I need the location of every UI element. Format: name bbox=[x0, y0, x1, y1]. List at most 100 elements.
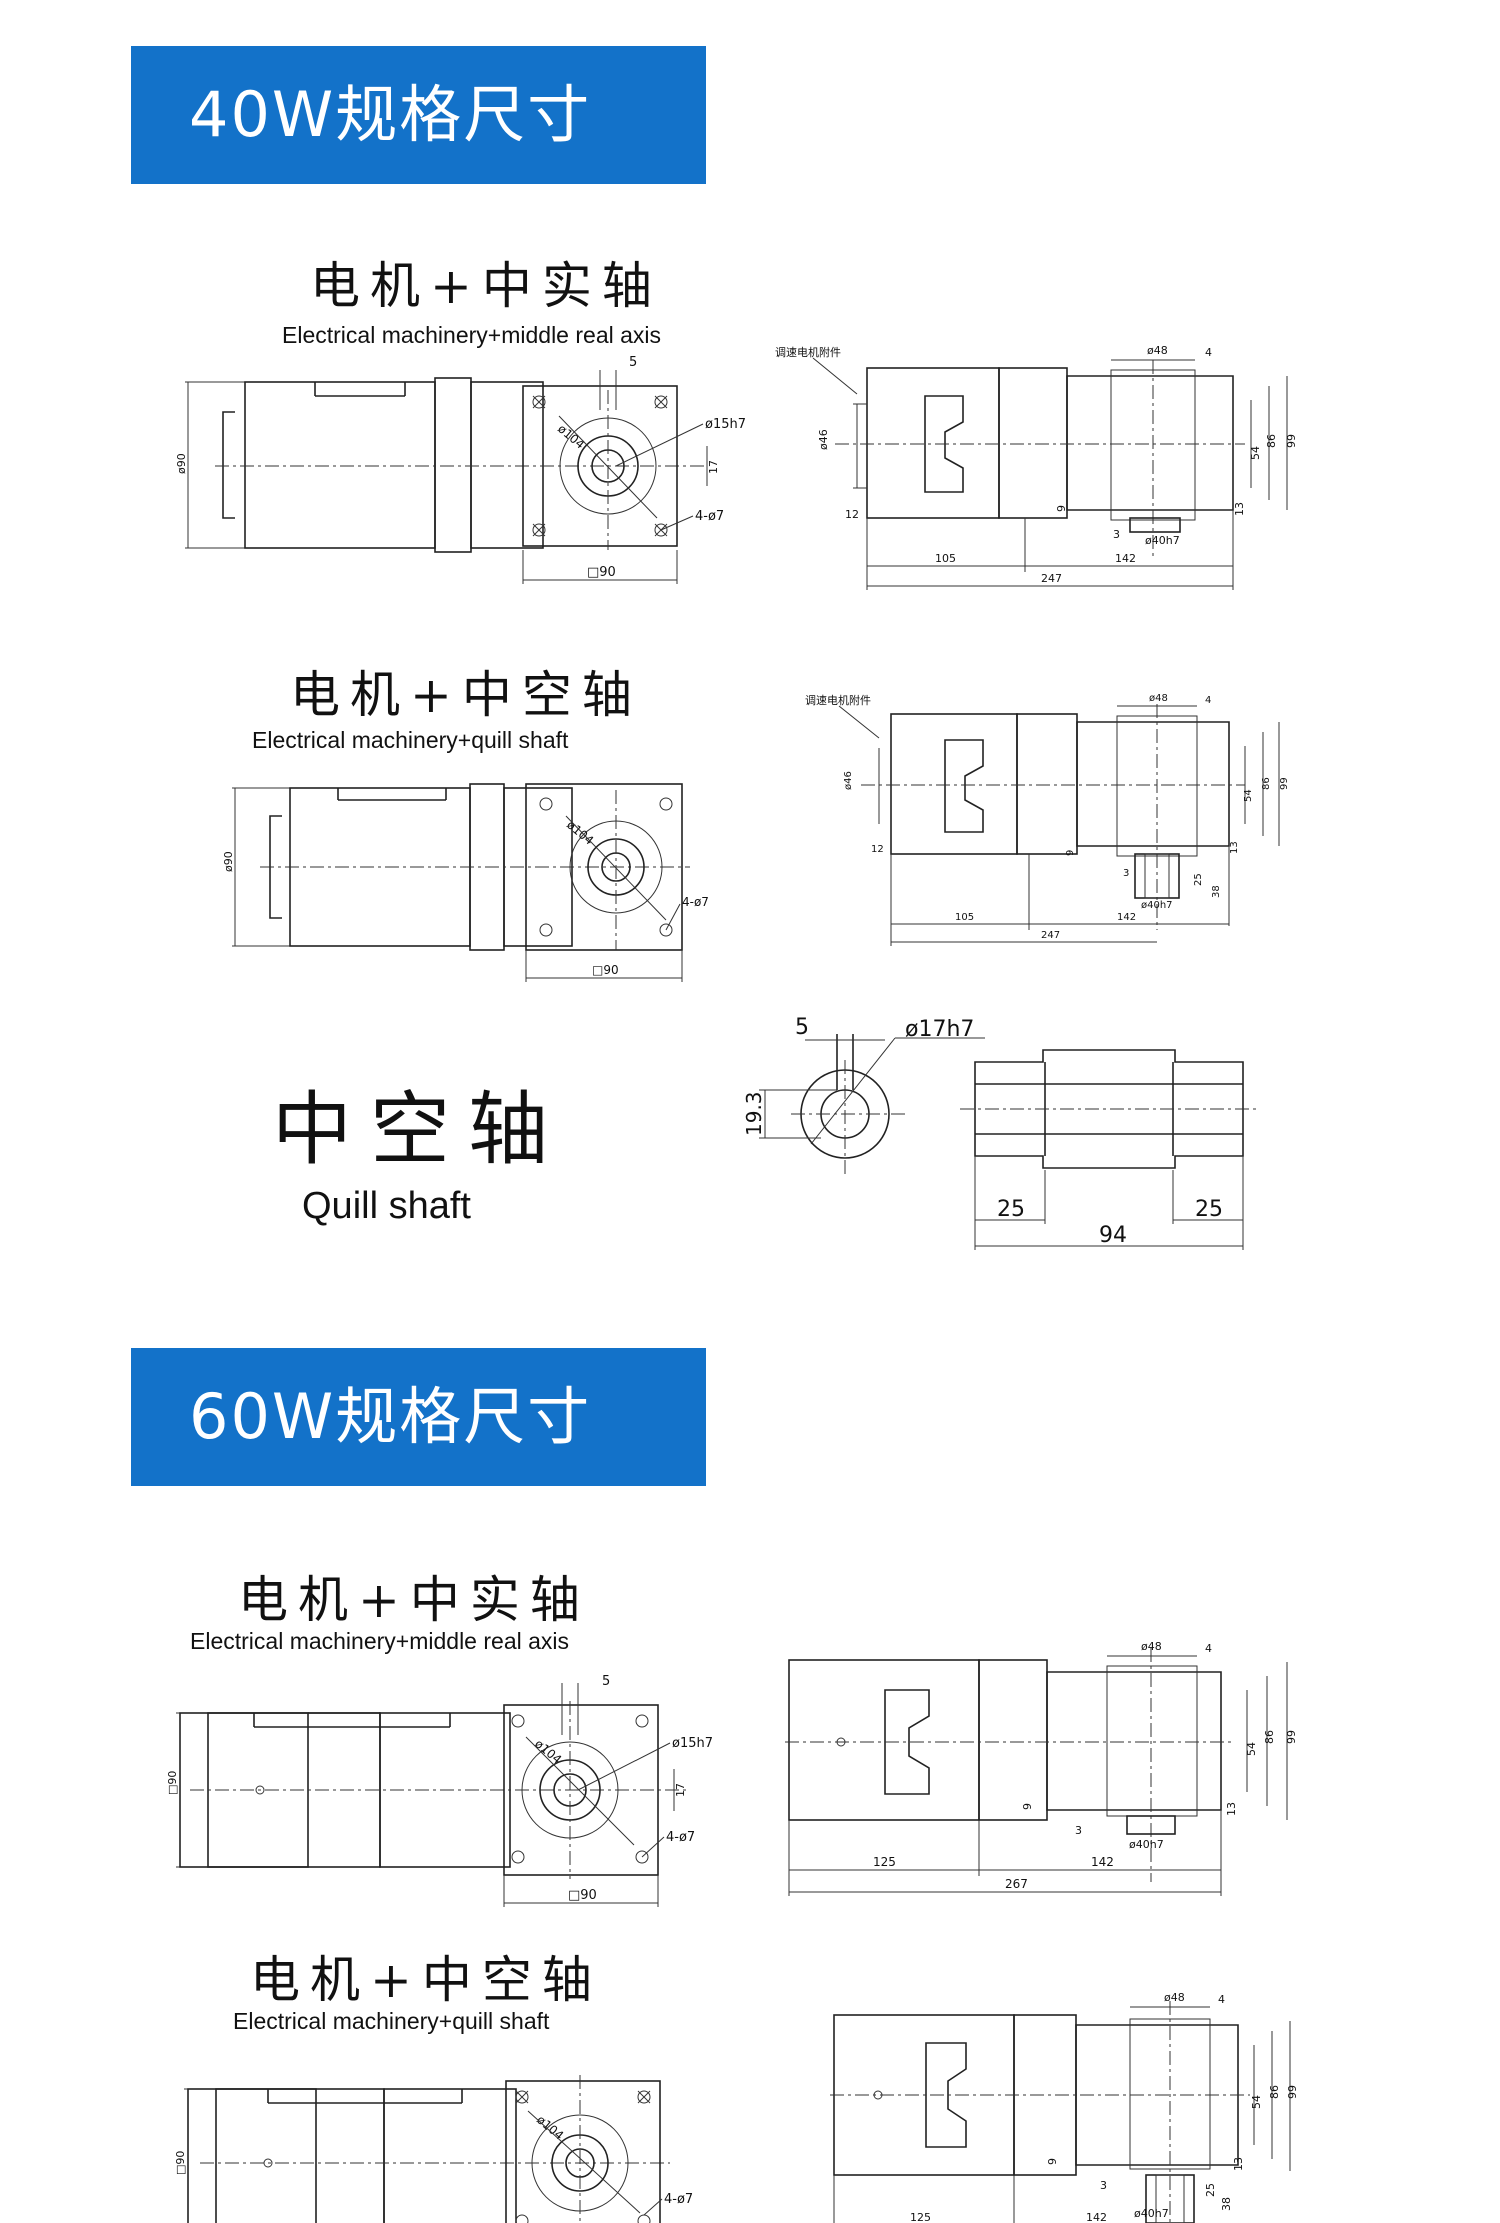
svg-text:ø15h7: ø15h7 bbox=[705, 417, 746, 432]
body-dia-label: ø90 bbox=[175, 453, 188, 474]
svg-text:13: 13 bbox=[1232, 2157, 1245, 2171]
svg-text:25: 25 bbox=[997, 1197, 1025, 1222]
quill-shaft-heading-cn: 中空轴 bbox=[272, 1083, 566, 1176]
svg-text:□90: □90 bbox=[592, 963, 619, 977]
section-banner-40w: 40W规格尺寸 bbox=[131, 46, 706, 184]
svg-text:105: 105 bbox=[935, 552, 956, 565]
svg-text:□90: □90 bbox=[174, 2151, 187, 2175]
solid-shaft-title-cn-60w: 电机+中实轴 bbox=[238, 1571, 590, 1629]
svg-text:86: 86 bbox=[1265, 434, 1278, 448]
svg-text:142: 142 bbox=[1117, 912, 1136, 923]
svg-text:267: 267 bbox=[1005, 1877, 1028, 1891]
svg-text:□90: □90 bbox=[568, 1888, 597, 1903]
svg-text:54: 54 bbox=[1245, 1742, 1258, 1756]
svg-text:调速电机附件: 调速电机附件 bbox=[775, 345, 841, 359]
svg-text:ø48: ø48 bbox=[1141, 1640, 1162, 1653]
svg-text:4-ø7: 4-ø7 bbox=[666, 1830, 695, 1845]
svg-text:ø40h7: ø40h7 bbox=[1129, 1838, 1164, 1851]
svg-text:ø46: ø46 bbox=[817, 429, 830, 450]
quill-shaft-heading-en: Quill shaft bbox=[302, 1185, 471, 1227]
motor-solid-side-view: 调速电机附件 ø46 12 ø48 4 99 86 54 13 9 3 ø40h… bbox=[775, 344, 1298, 590]
svg-text:99: 99 bbox=[1286, 2085, 1299, 2099]
svg-text:125: 125 bbox=[873, 1855, 896, 1869]
solid-shaft-title-en-60w: Electrical machinery+middle real axis bbox=[190, 1628, 570, 1654]
svg-text:□90: □90 bbox=[587, 565, 616, 580]
svg-text:247: 247 bbox=[1041, 572, 1062, 585]
svg-text:17: 17 bbox=[674, 1783, 687, 1797]
svg-text:125: 125 bbox=[910, 2211, 931, 2223]
svg-text:ø15h7: ø15h7 bbox=[672, 1736, 713, 1751]
svg-text:4: 4 bbox=[1205, 695, 1211, 706]
banner-title: 40W规格尺寸 bbox=[189, 78, 592, 151]
svg-text:ø104: ø104 bbox=[555, 422, 587, 452]
svg-text:ø48: ø48 bbox=[1149, 693, 1168, 704]
svg-text:9: 9 bbox=[1055, 505, 1068, 512]
motor-quill-front-view: ø90 ø104 4-ø7 □90 bbox=[222, 783, 709, 982]
svg-text:105: 105 bbox=[955, 912, 974, 923]
svg-text:99: 99 bbox=[1285, 1730, 1298, 1744]
svg-text:9: 9 bbox=[1065, 850, 1076, 856]
svg-text:4-ø7: 4-ø7 bbox=[695, 509, 724, 524]
quill-shaft-title-cn-60w: 电机+中空轴 bbox=[250, 1951, 602, 2009]
motor-quill-side-view-60w: ø48 4 99 86 54 13 9 3 25 38 ø40h7 125 14… bbox=[830, 1991, 1299, 2223]
svg-text:25: 25 bbox=[1193, 873, 1204, 886]
svg-text:12: 12 bbox=[845, 508, 859, 521]
svg-text:ø104: ø104 bbox=[564, 818, 596, 848]
motor-quill-side-view: 调速电机附件 ø46 12 ø48 4 99 86 54 13 9 3 25 3… bbox=[805, 693, 1290, 946]
svg-text:54: 54 bbox=[1249, 446, 1262, 460]
svg-text:4: 4 bbox=[1218, 1993, 1225, 2006]
svg-text:142: 142 bbox=[1086, 2211, 1107, 2223]
svg-text:□90: □90 bbox=[166, 1771, 179, 1795]
svg-text:25: 25 bbox=[1195, 1197, 1223, 1222]
quill-shaft-title-en-60w: Electrical machinery+quill shaft bbox=[233, 2008, 550, 2034]
svg-text:4: 4 bbox=[1205, 1642, 1212, 1655]
banner-title: 60W规格尺寸 bbox=[189, 1380, 592, 1453]
svg-text:86: 86 bbox=[1268, 2085, 1281, 2099]
svg-text:142: 142 bbox=[1115, 552, 1136, 565]
svg-text:99: 99 bbox=[1279, 777, 1290, 790]
svg-text:4-ø7: 4-ø7 bbox=[682, 895, 709, 909]
svg-text:17: 17 bbox=[707, 460, 720, 474]
quill-shaft-title-en: Electrical machinery+quill shaft bbox=[252, 727, 569, 753]
svg-text:5: 5 bbox=[629, 355, 637, 370]
svg-text:ø46: ø46 bbox=[843, 771, 854, 790]
svg-text:ø40h7: ø40h7 bbox=[1141, 900, 1173, 911]
motor-quill-front-view-60w: □90 ø104 4-ø7 bbox=[174, 2075, 693, 2223]
svg-text:5: 5 bbox=[602, 1674, 610, 1689]
svg-text:4-ø7: 4-ø7 bbox=[664, 2192, 693, 2207]
svg-text:99: 99 bbox=[1285, 434, 1298, 448]
svg-text:86: 86 bbox=[1263, 1730, 1276, 1744]
motor-solid-front-view: ø90 5 ø15h7 17 ø104 4-ø7 □90 bbox=[175, 355, 746, 584]
svg-text:ø48: ø48 bbox=[1164, 1991, 1185, 2004]
svg-text:3: 3 bbox=[1113, 528, 1120, 541]
svg-text:9: 9 bbox=[1021, 1803, 1034, 1810]
motor-solid-side-view-60w: ø48 4 99 86 54 13 9 3 ø40h7 125 142 267 bbox=[785, 1640, 1298, 1896]
svg-text:247: 247 bbox=[1041, 930, 1060, 941]
svg-text:5: 5 bbox=[795, 1015, 809, 1040]
svg-text:3: 3 bbox=[1123, 868, 1129, 879]
motor-solid-front-view-60w: □90 5 ø15h7 17 ø104 4-ø7 □90 bbox=[166, 1674, 713, 1907]
svg-text:12: 12 bbox=[871, 844, 884, 855]
svg-text:38: 38 bbox=[1220, 2197, 1233, 2211]
svg-text:9: 9 bbox=[1046, 2158, 1059, 2165]
svg-text:38: 38 bbox=[1211, 885, 1222, 898]
svg-text:ø40h7: ø40h7 bbox=[1145, 534, 1180, 547]
quill-shaft-drawing: 5 ø17h7 19.3 25 25 94 bbox=[742, 1015, 1260, 1250]
svg-text:3: 3 bbox=[1075, 1824, 1082, 1837]
solid-shaft-title-en: Electrical machinery+middle real axis bbox=[282, 322, 662, 348]
svg-text:25: 25 bbox=[1204, 2183, 1217, 2197]
svg-text:13: 13 bbox=[1233, 502, 1246, 516]
svg-text:ø48: ø48 bbox=[1147, 344, 1168, 357]
svg-text:19.3: 19.3 bbox=[742, 1091, 766, 1136]
svg-text:54: 54 bbox=[1243, 789, 1254, 802]
svg-text:142: 142 bbox=[1091, 1855, 1114, 1869]
svg-text:4: 4 bbox=[1205, 346, 1212, 359]
section-banner-60w: 60W规格尺寸 bbox=[131, 1348, 706, 1486]
svg-text:13: 13 bbox=[1229, 841, 1240, 854]
svg-text:86: 86 bbox=[1261, 777, 1272, 790]
svg-text:13: 13 bbox=[1225, 1802, 1238, 1816]
svg-text:54: 54 bbox=[1250, 2095, 1263, 2109]
svg-text:94: 94 bbox=[1099, 1223, 1127, 1248]
quill-shaft-title-cn: 电机+中空轴 bbox=[290, 666, 642, 724]
svg-text:3: 3 bbox=[1100, 2179, 1107, 2192]
